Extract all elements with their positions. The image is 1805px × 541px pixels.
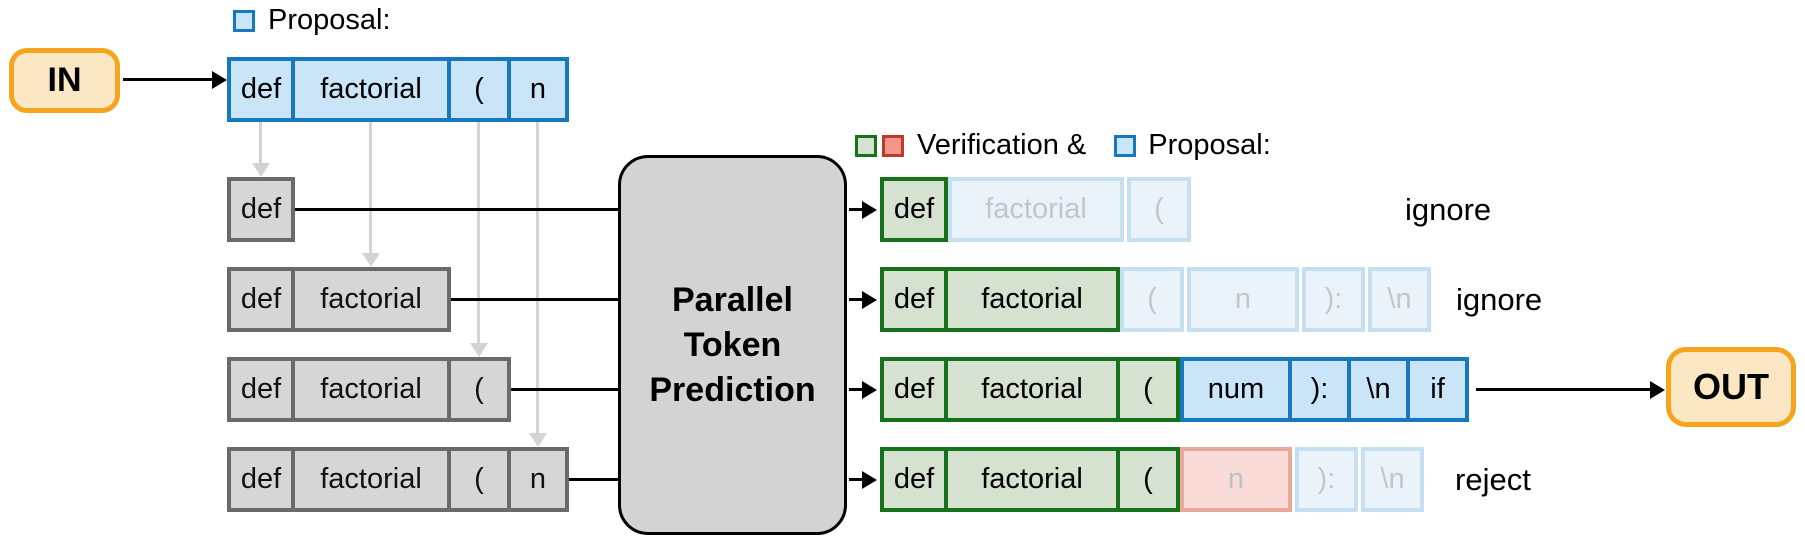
out-connector-row2 [849, 298, 863, 301]
drop-arrowhead-2-icon [362, 253, 380, 267]
arrow-out-line [1476, 388, 1651, 391]
token: factorial [291, 357, 451, 422]
proposal-swatch-icon [233, 9, 255, 32]
out-label: OUT [1693, 366, 1769, 407]
rejected-swatch-icon [882, 134, 904, 157]
outcome-label-row2: ignore [1456, 281, 1543, 317]
token: \n [1368, 267, 1431, 332]
token: factorial [948, 177, 1124, 242]
legend-proposal-label: Proposal: [268, 4, 391, 36]
token: def [227, 447, 295, 512]
legend-verification-proposal: Verification & Proposal: [855, 129, 1271, 162]
connector-row2 [449, 298, 620, 301]
verified-swatch-icon [855, 134, 877, 157]
out-connector-row4 [849, 478, 863, 481]
token: \n [1347, 357, 1410, 422]
drop-line-3 [477, 122, 480, 343]
token: ( [447, 57, 511, 122]
token: factorial [944, 357, 1120, 422]
token: def [880, 267, 948, 332]
token: ): [1302, 267, 1365, 332]
legend-proposal: Proposal: [233, 4, 391, 37]
connector-row3 [509, 388, 620, 391]
token: def [227, 57, 295, 122]
token: factorial [944, 447, 1120, 512]
out-arrowhead-row4-icon [862, 471, 877, 489]
token: n [1187, 267, 1299, 332]
arrow-in-head-icon [212, 71, 227, 89]
token: def [880, 357, 948, 422]
token: def [880, 177, 948, 242]
connector-row1 [293, 208, 620, 211]
token: n [1180, 447, 1292, 512]
connector-row4 [567, 478, 620, 481]
outcome-label-row1: ignore [1405, 191, 1492, 227]
token: factorial [944, 267, 1120, 332]
token: num [1180, 357, 1292, 422]
out-arrowhead-row1-icon [862, 201, 877, 219]
token: ( [1116, 447, 1180, 512]
token: ( [1120, 267, 1184, 332]
out-connector-row1 [849, 208, 863, 211]
drop-arrowhead-4-icon [529, 433, 547, 447]
token: factorial [291, 57, 451, 122]
token: ): [1295, 447, 1358, 512]
out-arrowhead-row3-icon [862, 381, 877, 399]
token: def [227, 357, 295, 422]
in-label: IN [47, 61, 82, 99]
token: if [1406, 357, 1469, 422]
draft-row-1: def [227, 177, 295, 242]
legend-verification-label: Verification & [917, 129, 1087, 161]
prediction-box-line2: Token [683, 325, 782, 364]
out-arrowhead-row2-icon [862, 291, 877, 309]
token: factorial [291, 447, 451, 512]
token: ( [447, 357, 511, 422]
drop-line-2 [369, 122, 372, 253]
token: n [507, 57, 569, 122]
out-box: OUT [1666, 347, 1796, 427]
outcome-label-row4: reject [1455, 461, 1531, 497]
token: \n [1361, 447, 1424, 512]
drop-arrowhead-3-icon [470, 343, 488, 357]
token: ( [1127, 177, 1191, 242]
token: def [880, 447, 948, 512]
proposal-swatch2-icon [1114, 134, 1137, 157]
legend-proposal2-label: Proposal: [1148, 129, 1271, 161]
drop-arrowhead-1-icon [252, 163, 270, 177]
prediction-box-line1: Parallel [672, 280, 793, 319]
token: ): [1288, 357, 1351, 422]
token: ( [1116, 357, 1180, 422]
token: ( [447, 447, 511, 512]
parallel-token-prediction-box: Parallel Token Prediction [618, 155, 847, 535]
token: factorial [291, 267, 451, 332]
token: def [227, 177, 295, 242]
drop-line-1 [259, 122, 262, 164]
token: def [227, 267, 295, 332]
token: n [507, 447, 569, 512]
arrow-in-line [123, 78, 215, 81]
out-connector-row3 [849, 388, 863, 391]
in-box: IN [9, 48, 120, 113]
arrow-out-head-icon [1650, 381, 1665, 399]
prediction-box-line3: Prediction [649, 370, 816, 409]
drop-line-4 [536, 122, 539, 433]
